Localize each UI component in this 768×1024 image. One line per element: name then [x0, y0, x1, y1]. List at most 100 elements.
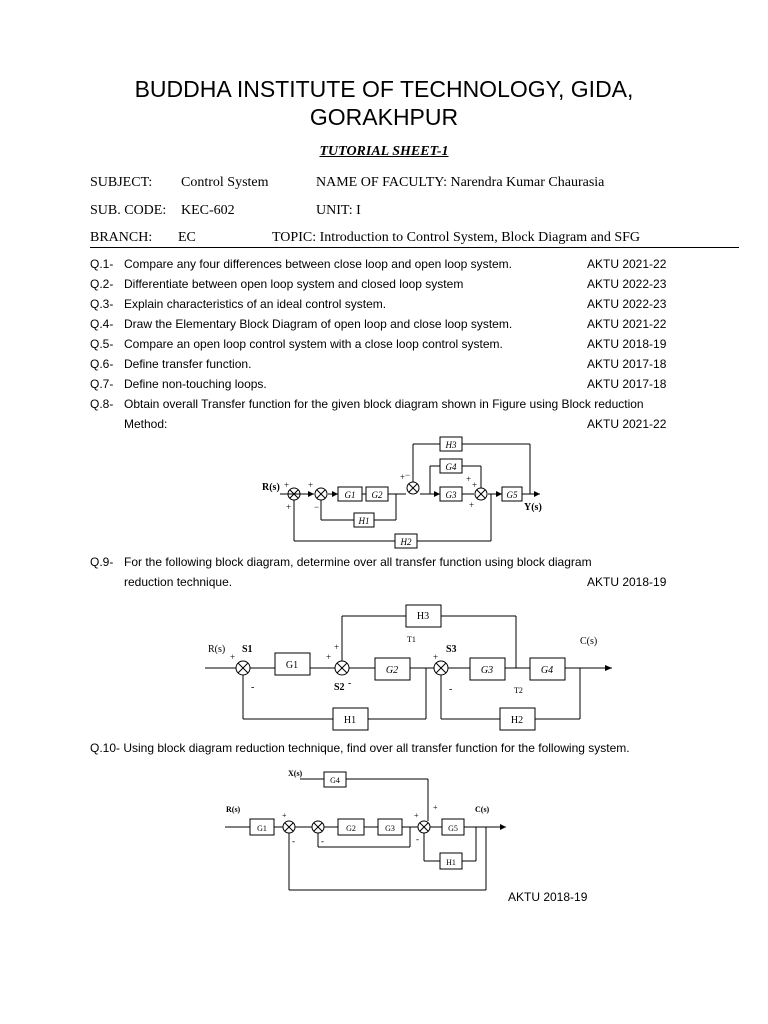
question-text: Explain characteristics of an ideal cont…	[124, 297, 387, 311]
question-ref: AKTU 2022-23	[587, 297, 667, 311]
g4-block-label: G4	[541, 665, 553, 676]
svg-text:+: +	[433, 652, 438, 662]
g5-block-label: G5	[448, 824, 458, 833]
header-divider	[90, 247, 739, 248]
subject-label: SUBJECT:	[90, 175, 153, 190]
question-ref: AKTU 2017-18	[587, 377, 667, 391]
branch-value: EC	[178, 230, 196, 245]
svg-text:+: +	[466, 474, 471, 484]
question-ref: AKTU 2021-22	[587, 417, 667, 431]
subject-code-label: SUB. CODE:	[90, 203, 167, 218]
diagram2-output-label: C(s)	[580, 636, 597, 647]
g3-block-label: G3	[446, 490, 457, 500]
g2-block-label: G2	[372, 490, 383, 500]
svg-text:-: -	[348, 678, 351, 689]
s3-label: S3	[446, 644, 457, 655]
question-text: For the following block diagram, determi…	[124, 555, 592, 569]
svg-text:+: +	[400, 472, 405, 482]
svg-text:+: +	[433, 803, 438, 812]
sheet-title: TUTORIAL SHEET-1	[319, 144, 449, 159]
h3-block-label: H3	[445, 440, 457, 450]
svg-text:+: +	[326, 652, 331, 662]
g3-block-label: G3	[481, 665, 493, 676]
diagram3-disturbance-label: X(s)	[288, 769, 303, 778]
question-ref: AKTU 2017-18	[587, 357, 667, 371]
question-text: Q.10- Using block diagram reduction tech…	[90, 741, 630, 755]
question-text-cont: Method:	[124, 417, 168, 431]
question-number: Q.7-	[90, 377, 114, 391]
topic-label: TOPIC: Introduction to Control System, B…	[272, 230, 641, 245]
svg-text:-: -	[321, 836, 324, 846]
h1-block-label: H1	[358, 516, 370, 526]
svg-text:+: +	[308, 480, 313, 490]
t2-label: T2	[514, 686, 523, 695]
h2-block-label: H2	[400, 537, 412, 547]
block-diagram-q9: G1 G2 G3 G4 H3 H1 H2 R(s) S1 S2 S3 T1 T2…	[205, 604, 612, 731]
g4-block-label: G4	[446, 462, 457, 472]
svg-text:+: +	[282, 811, 287, 820]
diagram2-input-label: R(s)	[208, 644, 225, 655]
question-number: Q.1-	[90, 257, 114, 271]
g4-block-label: G4	[330, 776, 340, 785]
question-number: Q.8-	[90, 397, 114, 411]
t1-label: T1	[407, 635, 416, 644]
svg-text:+: +	[414, 811, 419, 820]
subject-value: Control System	[181, 175, 269, 190]
svg-text:-: -	[449, 684, 452, 695]
institute-title-line1: BUDDHA INSTITUTE OF TECHNOLOGY, GIDA,	[134, 76, 634, 102]
s2-label: S2	[334, 682, 345, 693]
diagram3-output-label: C(s)	[475, 805, 490, 814]
question-text: Draw the Elementary Block Diagram of ope…	[124, 317, 513, 331]
g3-block-label: G3	[385, 824, 395, 833]
subject-code-value: KEC-602	[181, 203, 235, 218]
question-text: Define transfer function.	[124, 357, 252, 371]
question-number: Q.5-	[90, 337, 114, 351]
diagram1-input-label: R(s)	[262, 482, 280, 493]
h1-block-label: H1	[446, 858, 456, 867]
svg-text:−: −	[405, 470, 410, 480]
institute-title-line2: GORAKHPUR	[309, 104, 459, 130]
question-ref: AKTU 2018-19	[587, 337, 667, 351]
question-ref: AKTU 2021-22	[587, 317, 667, 331]
question-text: Compare an open loop control system with…	[124, 337, 503, 351]
svg-text:+: +	[284, 480, 289, 490]
g2-block-label: G2	[386, 665, 398, 676]
question-text-cont: reduction technique.	[124, 575, 233, 589]
question-number: Q.3-	[90, 297, 114, 311]
svg-text:+: +	[334, 642, 339, 652]
h1-block-label: H1	[344, 715, 356, 726]
svg-text:+: +	[230, 652, 235, 662]
g2-block-label: G2	[346, 824, 356, 833]
s1-label: S1	[242, 644, 253, 655]
question-text: Define non-touching loops.	[124, 377, 267, 391]
question-text: Differentiate between open loop system a…	[124, 277, 464, 291]
svg-text:+: +	[286, 502, 291, 512]
block-diagram-q8: G1 G2 G3 G5 G4 H3 H1 H2 + + + − + − + + …	[262, 436, 542, 549]
question-text: Compare any four differences between clo…	[124, 257, 513, 271]
question-ref: AKTU 2022-23	[587, 277, 667, 291]
svg-text:−: −	[314, 502, 319, 512]
unit-label: UNIT: I	[316, 203, 361, 218]
g1-block-label: G1	[345, 490, 356, 500]
h2-block-label: H2	[511, 715, 523, 726]
h3-block-label: H3	[417, 611, 429, 622]
question-number: Q.2-	[90, 277, 114, 291]
q10-ref: AKTU 2018-19	[508, 890, 588, 904]
g5-block-label: G5	[507, 490, 518, 500]
question-number: Q.9-	[90, 555, 114, 569]
g1-block-label: G1	[286, 660, 298, 671]
question-number: Q.4-	[90, 317, 114, 331]
svg-text:+: +	[469, 500, 474, 510]
svg-text:-: -	[251, 682, 254, 693]
diagram1-output-label: Y(s)	[524, 502, 542, 513]
faculty-name: NAME OF FACULTY: Narendra Kumar Chaurasi…	[316, 175, 605, 190]
question-text: Obtain overall Transfer function for the…	[124, 397, 644, 411]
svg-text:-: -	[292, 836, 295, 846]
question-number: Q.6-	[90, 357, 114, 371]
g1-block-label: G1	[257, 824, 267, 833]
diagram3-input-label: R(s)	[226, 805, 241, 814]
block-diagram-q10: G1 G2 G3 G5 G4 H1 X(s) R(s) C(s) + - - +…	[225, 769, 506, 891]
question-ref: AKTU 2018-19	[587, 575, 667, 589]
svg-text:-: -	[416, 834, 419, 844]
branch-label: BRANCH:	[90, 230, 153, 245]
